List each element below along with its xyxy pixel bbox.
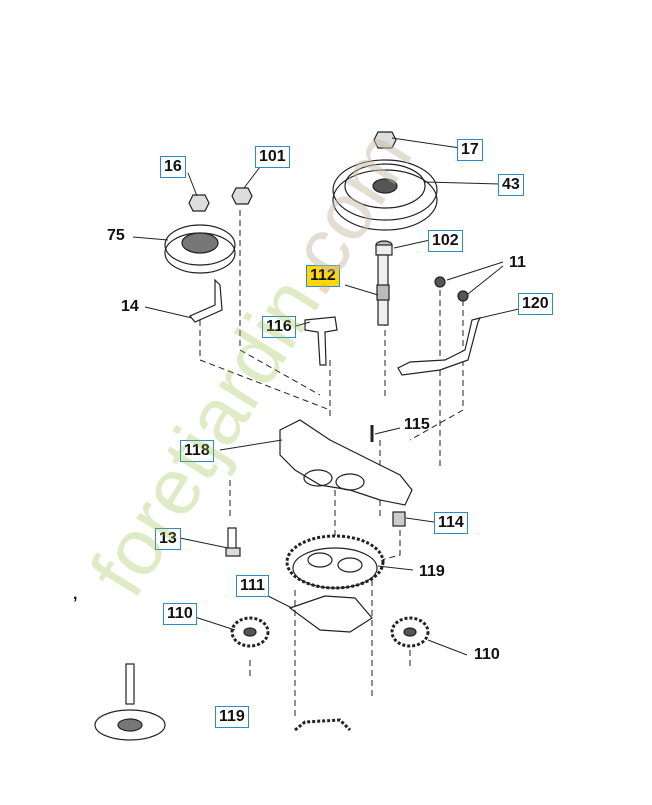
callout-16[interactable]: 16: [160, 156, 186, 178]
callout-110-right: 110: [474, 646, 500, 663]
callout-43[interactable]: 43: [498, 174, 524, 196]
pulley-75: [164, 224, 236, 274]
callout-120[interactable]: 120: [518, 293, 553, 315]
callout-115: 115: [404, 416, 430, 433]
callout-102[interactable]: 102: [428, 230, 463, 252]
assembly-dash-lines: [199, 210, 464, 720]
callout-114[interactable]: 114: [434, 512, 468, 534]
gasket-111: [288, 595, 373, 633]
gear-119-bottom: [294, 718, 352, 732]
callout-119-top: 119: [419, 563, 445, 580]
callout-119-bottom[interactable]: 119: [215, 706, 249, 728]
nut-114: [392, 511, 406, 527]
callout-14: 14: [121, 298, 139, 315]
nut-101: [231, 187, 253, 205]
gear-110-right: [390, 616, 430, 648]
spacer-102: [375, 240, 393, 256]
stray-comma: ,: [73, 586, 78, 603]
callout-110-left[interactable]: 110: [163, 603, 197, 625]
rod-120: [397, 317, 482, 376]
bolt-11a: [434, 276, 446, 288]
callout-116[interactable]: 116: [262, 316, 296, 338]
pulley-43: [332, 159, 438, 231]
bolt-11b: [457, 290, 469, 302]
nut-17: [373, 131, 397, 149]
callout-11: 11: [509, 254, 526, 271]
callout-101[interactable]: 101: [255, 146, 290, 168]
pulley-bottom: [94, 663, 166, 741]
callout-111[interactable]: 111: [236, 575, 269, 597]
callout-112-highlighted[interactable]: 112: [306, 265, 340, 287]
gear-119-top: [285, 534, 385, 590]
plate-118: [279, 419, 413, 506]
bolt-116: [304, 316, 338, 366]
bolt-13: [225, 527, 241, 557]
gear-110-left: [230, 616, 270, 648]
nut-16: [188, 194, 210, 212]
callout-17[interactable]: 17: [457, 139, 483, 161]
bracket-14: [189, 278, 223, 323]
callout-118[interactable]: 118: [180, 440, 214, 462]
callout-75: 75: [107, 227, 125, 244]
callout-13[interactable]: 13: [155, 528, 181, 550]
shaft-112: [376, 254, 390, 326]
